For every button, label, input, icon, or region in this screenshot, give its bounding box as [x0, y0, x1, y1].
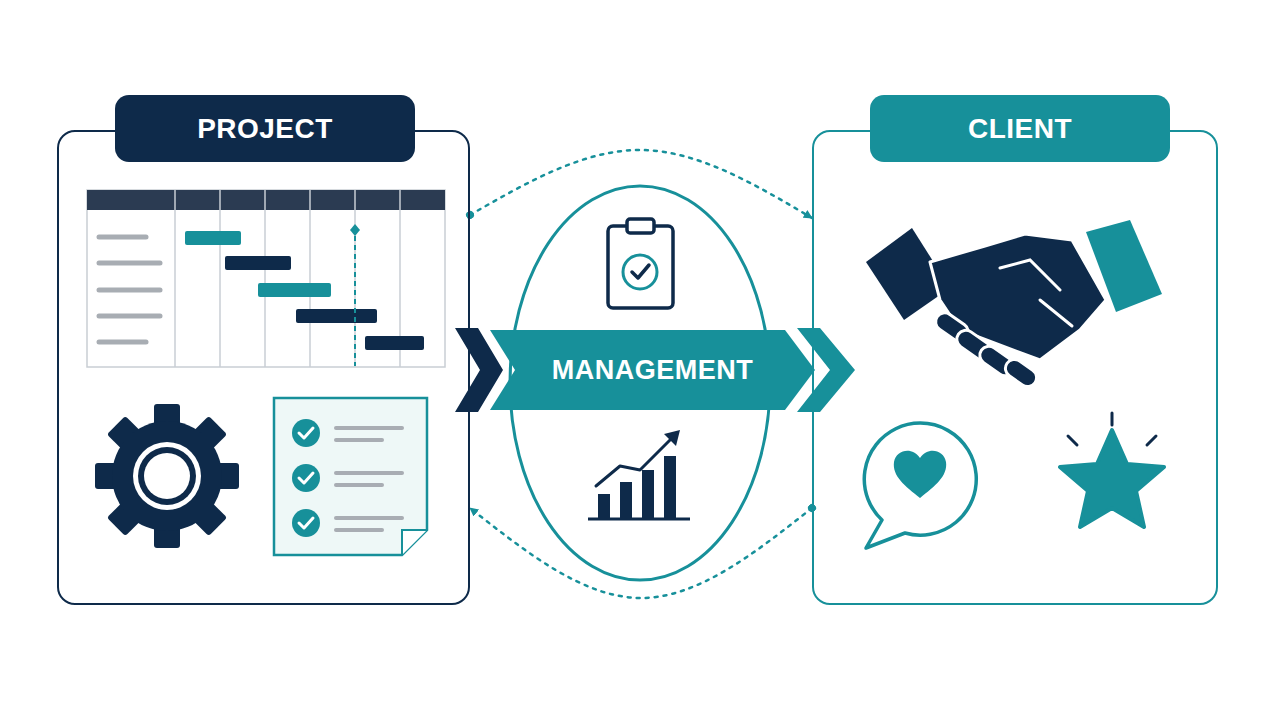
flow-connector	[470, 150, 812, 218]
band-label: MANAGEMENT	[552, 355, 754, 386]
checklist-note	[336, 528, 382, 532]
star-icon	[1068, 436, 1077, 445]
checklist-note	[299, 518, 313, 528]
handshake-icon	[866, 220, 1162, 390]
section-panel: CLIENT	[812, 130, 1218, 605]
gantt-chart	[87, 190, 445, 367]
gear-icon	[144, 453, 190, 499]
section-panel: PROJECT	[57, 130, 470, 605]
gantt-chart	[99, 340, 146, 345]
handshake-icon	[1040, 300, 1072, 326]
gantt-chart	[87, 190, 445, 367]
handshake-icon	[1002, 356, 1040, 390]
section-heading: CLIENT	[870, 95, 1170, 162]
gantt-chart	[99, 237, 160, 342]
checklist-note	[336, 483, 382, 487]
gantt-chart	[365, 336, 424, 350]
clipboard-icon	[608, 226, 673, 308]
clipboard-icon	[632, 265, 649, 278]
heart-bubble-icon	[894, 451, 946, 498]
star-icon	[1111, 413, 1114, 425]
growth-chart	[642, 470, 654, 518]
process-band: MANAGEMENT	[490, 330, 815, 410]
gantt-chart	[354, 190, 356, 367]
handshake-icon	[1000, 260, 1060, 290]
clipboard-icon	[627, 219, 654, 233]
star-icon	[1060, 430, 1164, 527]
heart-bubble-icon	[864, 423, 976, 548]
gantt-chart	[185, 231, 241, 245]
clipboard-icon	[623, 255, 657, 289]
clipboard-icon	[608, 219, 673, 308]
gantt-chart	[225, 256, 291, 270]
gantt-chart	[99, 261, 160, 266]
gantt-chart	[99, 314, 160, 319]
gantt-chart	[309, 190, 311, 367]
growth-chart	[596, 436, 674, 486]
handshake-icon	[932, 309, 1040, 390]
star-icon	[1068, 413, 1156, 445]
checklist-note	[336, 428, 402, 530]
gantt-chart	[264, 190, 266, 367]
checklist-note	[274, 398, 427, 555]
checklist-note	[336, 516, 402, 520]
gear-icon	[133, 442, 201, 510]
checklist-note	[336, 471, 402, 475]
checklist-note	[292, 419, 320, 447]
growth-chart	[664, 456, 676, 518]
star-icon	[1060, 413, 1164, 527]
gantt-chart	[354, 236, 356, 366]
checklist-note	[292, 464, 320, 492]
checklist-note	[299, 473, 313, 483]
left-chevron	[455, 328, 503, 412]
checklist-note	[274, 398, 427, 555]
gantt-chart	[296, 309, 377, 323]
heart-bubble-icon	[864, 423, 976, 548]
star-icon	[1147, 436, 1156, 445]
gantt-chart	[219, 190, 221, 367]
gantt-chart	[99, 235, 146, 240]
gantt-chart	[258, 283, 331, 297]
checklist-note	[336, 426, 402, 430]
flow-connector	[470, 508, 812, 598]
checklist-note	[336, 438, 382, 442]
gantt-chart	[350, 224, 360, 236]
checklist-note	[402, 530, 427, 555]
checklist-note	[299, 428, 313, 528]
checklist-note	[299, 428, 313, 438]
growth-chart	[620, 482, 632, 518]
gear-icon	[138, 447, 196, 505]
gear-icon	[112, 421, 222, 531]
gantt-chart	[174, 190, 176, 367]
growth-chart	[588, 430, 690, 519]
growth-chart	[664, 430, 680, 446]
band-shape	[490, 330, 815, 410]
checklist-note	[292, 509, 320, 537]
gantt-chart	[99, 288, 160, 293]
growth-chart	[588, 518, 690, 521]
section-heading: PROJECT	[115, 95, 415, 162]
gear-icon	[95, 404, 239, 548]
gantt-chart	[87, 190, 445, 210]
growth-chart	[598, 494, 610, 518]
